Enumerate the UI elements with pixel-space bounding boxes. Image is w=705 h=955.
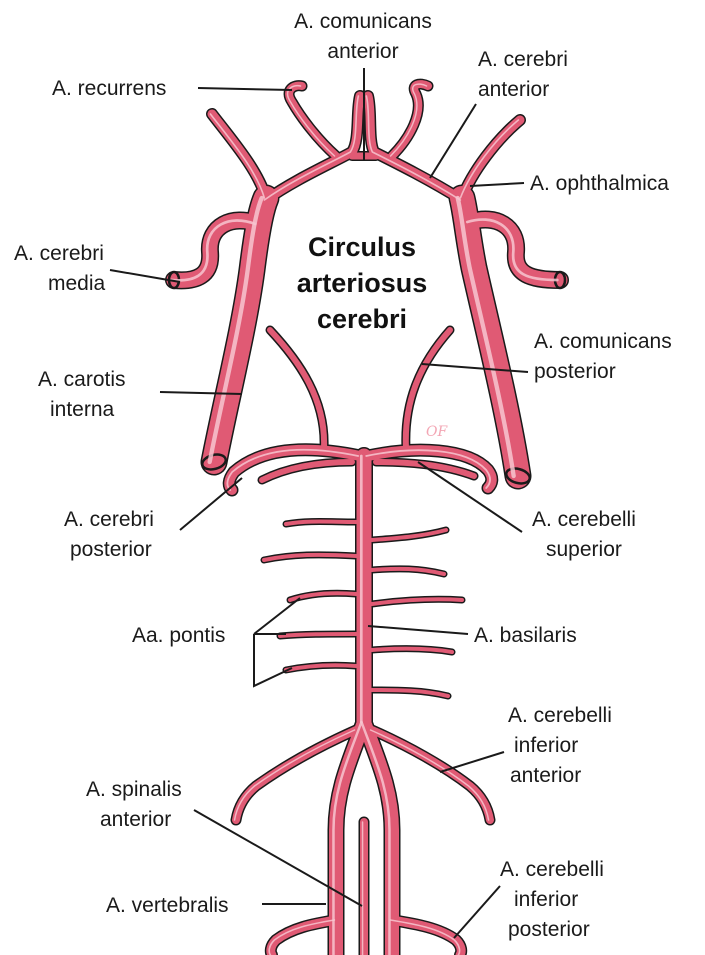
cerebelli-superior-left-artery bbox=[262, 462, 352, 480]
svg-text:anterior: anterior bbox=[327, 40, 398, 63]
svg-text:A. cerebelli: A. cerebelli bbox=[500, 858, 604, 881]
svg-text:A. comunicans: A. comunicans bbox=[534, 330, 672, 353]
leader-basilaris bbox=[368, 626, 468, 634]
svg-text:A. spinalis: A. spinalis bbox=[86, 778, 182, 801]
label-basilaris: A. basilaris bbox=[474, 624, 577, 647]
svg-text:media: media bbox=[48, 272, 106, 295]
svg-text:A. comunicans: A. comunicans bbox=[294, 10, 432, 33]
title-line-3: cerebri bbox=[317, 304, 407, 334]
leader-ophthalmica bbox=[470, 183, 524, 186]
svg-text:anterior: anterior bbox=[478, 78, 549, 101]
svg-text:A. recurrens: A. recurrens bbox=[52, 77, 166, 100]
title-line-2: arteriosus bbox=[297, 268, 428, 298]
label-cerebri-anterior: A. cerebri anterior bbox=[478, 48, 568, 101]
svg-text:A. ophthalmica: A. ophthalmica bbox=[530, 172, 669, 195]
svg-text:A. cerebri: A. cerebri bbox=[14, 242, 104, 265]
label-pontis: Aa. pontis bbox=[132, 624, 225, 647]
label-cerebelli-inferior-posterior: A. cerebelli inferior posterior bbox=[500, 858, 604, 941]
label-comunicans-posterior: A. comunicans posterior bbox=[534, 330, 672, 383]
recurrens-left-artery bbox=[289, 86, 336, 156]
label-carotis-interna: A. carotis interna bbox=[38, 368, 126, 421]
svg-text:Aa. pontis: Aa. pontis bbox=[132, 624, 225, 647]
cerebelli-inferior-posterior-left-artery bbox=[271, 920, 336, 955]
leader-comunicans-posterior bbox=[422, 364, 528, 372]
svg-text:anterior: anterior bbox=[510, 764, 581, 787]
label-spinalis-anterior: A. spinalis anterior bbox=[86, 778, 182, 831]
label-cerebri-media: A. cerebri media bbox=[14, 242, 106, 295]
leader-recurrens bbox=[198, 88, 292, 90]
label-vertebralis: A. vertebralis bbox=[106, 894, 229, 917]
label-cerebri-posterior: A. cerebri posterior bbox=[64, 508, 154, 561]
label-cerebelli-superior: A. cerebelli superior bbox=[532, 508, 636, 561]
label-ophthalmica: A. ophthalmica bbox=[530, 172, 669, 195]
leader-cerebri-posterior bbox=[180, 478, 242, 530]
label-recurrens: A. recurrens bbox=[52, 77, 166, 100]
svg-text:posterior: posterior bbox=[534, 360, 616, 383]
svg-text:inferior: inferior bbox=[514, 888, 578, 911]
cerebri-anterior-left-highlight bbox=[264, 96, 358, 200]
svg-text:A. vertebralis: A. vertebralis bbox=[106, 894, 229, 917]
carotis-interna-right-highlight bbox=[458, 198, 514, 476]
diagram-title: Circulus arteriosus cerebri bbox=[297, 232, 428, 334]
svg-text:posterior: posterior bbox=[70, 538, 152, 561]
leader-cerebri-anterior bbox=[430, 104, 476, 178]
svg-text:A. carotis: A. carotis bbox=[38, 368, 126, 391]
svg-text:A. cerebelli: A. cerebelli bbox=[532, 508, 636, 531]
svg-text:inferior: inferior bbox=[514, 734, 578, 757]
svg-text:A. cerebri: A. cerebri bbox=[478, 48, 568, 71]
arteries bbox=[169, 84, 565, 955]
svg-text:A. cerebri: A. cerebri bbox=[64, 508, 154, 531]
vessel-fills bbox=[169, 84, 565, 955]
comunicans-posterior-left-outline bbox=[270, 330, 324, 448]
label-comunicans-anterior: A. comunicans anterior bbox=[294, 10, 432, 63]
svg-text:anterior: anterior bbox=[100, 808, 171, 831]
svg-text:interna: interna bbox=[50, 398, 115, 421]
svg-text:superior: superior bbox=[546, 538, 622, 561]
leader-cerebelli-inferior-anterior bbox=[440, 752, 504, 772]
artist-signature: OF bbox=[426, 424, 448, 440]
pontis-7-artery bbox=[280, 634, 356, 636]
leader-pontis bbox=[254, 598, 300, 686]
leader-cerebelli-inferior-posterior bbox=[454, 886, 500, 938]
cerebri-anterior-left-outline bbox=[266, 96, 360, 200]
svg-text:A. cerebelli: A. cerebelli bbox=[508, 704, 612, 727]
svg-text:A. basilaris: A. basilaris bbox=[474, 624, 577, 647]
svg-text:posterior: posterior bbox=[508, 918, 590, 941]
title-line-1: Circulus bbox=[308, 232, 416, 262]
label-cerebelli-inferior-anterior: A. cerebelli inferior anterior bbox=[508, 704, 612, 787]
